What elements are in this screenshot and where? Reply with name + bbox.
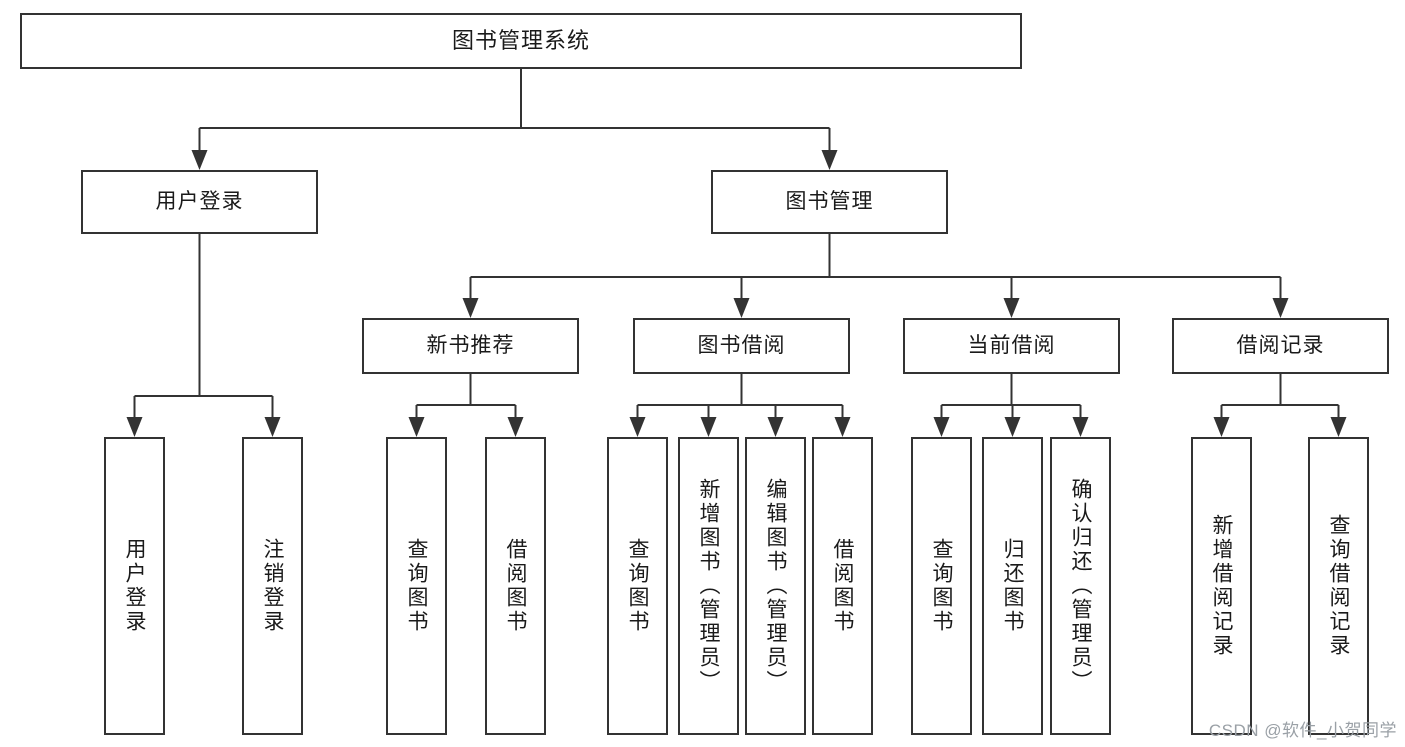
node-root[interactable]: 图书管理系统 bbox=[20, 13, 1022, 69]
leaf-query-borrow-record[interactable]: 查询借阅记录 bbox=[1308, 437, 1369, 735]
node-borrow-record[interactable]: 借阅记录 bbox=[1172, 318, 1389, 374]
leaf-label: 查询借阅记录 bbox=[1327, 514, 1351, 658]
leaf-label: 查询图书 bbox=[405, 538, 429, 634]
watermark-text: CSDN @软件_小贺同学 bbox=[1208, 721, 1397, 740]
leaf-label: 编辑图书（管理员） bbox=[764, 478, 788, 694]
node-current-borrow[interactable]: 当前借阅 bbox=[903, 318, 1120, 374]
node-new-book-recommend[interactable]: 新书推荐 bbox=[362, 318, 579, 374]
leaf-borrow-book[interactable]: 借阅图书 bbox=[812, 437, 873, 735]
leaf-confirm-return-admin[interactable]: 确认归还（管理员） bbox=[1050, 437, 1111, 735]
leaf-add-book-admin[interactable]: 新增图书（管理员） bbox=[678, 437, 739, 735]
leaf-user-login[interactable]: 用户登录 bbox=[104, 437, 165, 735]
leaf-return-book[interactable]: 归还图书 bbox=[982, 437, 1043, 735]
leaf-logout[interactable]: 注销登录 bbox=[242, 437, 303, 735]
leaf-add-borrow-record[interactable]: 新增借阅记录 bbox=[1191, 437, 1252, 735]
leaf-label: 用户登录 bbox=[123, 538, 147, 634]
leaf-label: 新增借阅记录 bbox=[1210, 514, 1234, 658]
node-user-login[interactable]: 用户登录 bbox=[81, 170, 318, 234]
leaf-label: 归还图书 bbox=[1001, 538, 1025, 634]
leaf-label: 新增图书（管理员） bbox=[697, 478, 721, 694]
node-book-borrow[interactable]: 图书借阅 bbox=[633, 318, 850, 374]
leaf-query-book-recommend[interactable]: 查询图书 bbox=[386, 437, 447, 735]
leaf-query-book-current[interactable]: 查询图书 bbox=[911, 437, 972, 735]
leaf-label: 借阅图书 bbox=[831, 538, 855, 634]
node-book-manage[interactable]: 图书管理 bbox=[711, 170, 948, 234]
leaf-label: 查询图书 bbox=[626, 538, 650, 634]
leaf-query-book-borrow[interactable]: 查询图书 bbox=[607, 437, 668, 735]
leaf-label: 查询图书 bbox=[930, 538, 954, 634]
leaf-label: 借阅图书 bbox=[504, 538, 528, 634]
leaf-label: 确认归还（管理员） bbox=[1069, 478, 1093, 694]
leaf-borrow-book-recommend[interactable]: 借阅图书 bbox=[485, 437, 546, 735]
leaf-label: 注销登录 bbox=[261, 538, 285, 634]
leaf-edit-book-admin[interactable]: 编辑图书（管理员） bbox=[745, 437, 806, 735]
